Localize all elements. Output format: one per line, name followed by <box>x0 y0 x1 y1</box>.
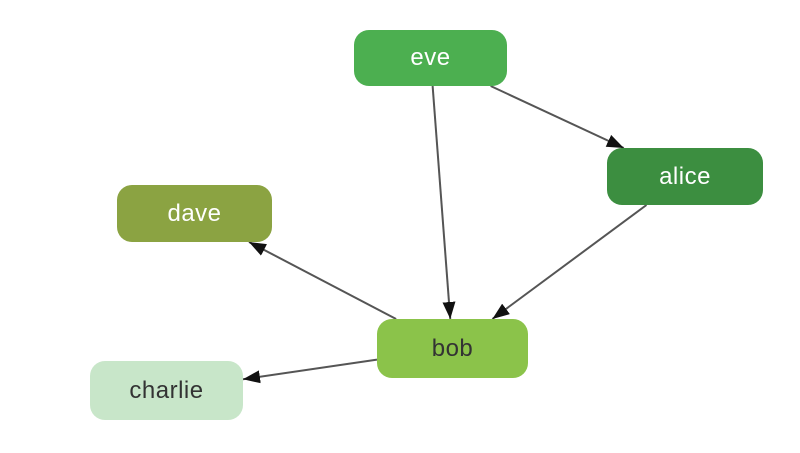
node-eve[interactable]: eve <box>354 30 507 86</box>
node-bob[interactable]: bob <box>377 319 528 378</box>
edge-bob-to-charlie <box>242 358 378 384</box>
node-label-charlie: charlie <box>129 376 204 404</box>
edge-alice-to-bob <box>491 204 648 320</box>
node-alice[interactable]: alice <box>607 148 763 205</box>
node-dave[interactable]: dave <box>117 185 272 242</box>
node-label-eve: eve <box>410 44 451 71</box>
edge-eve-to-bob <box>431 85 456 320</box>
node-label-dave: dave <box>167 199 222 227</box>
node-label-bob: bob <box>431 334 474 362</box>
node-charlie[interactable]: charlie <box>90 361 243 420</box>
edge-bob-to-dave <box>248 241 397 320</box>
node-label-alice: alice <box>659 162 711 190</box>
edge-eve-to-alice <box>490 85 625 149</box>
